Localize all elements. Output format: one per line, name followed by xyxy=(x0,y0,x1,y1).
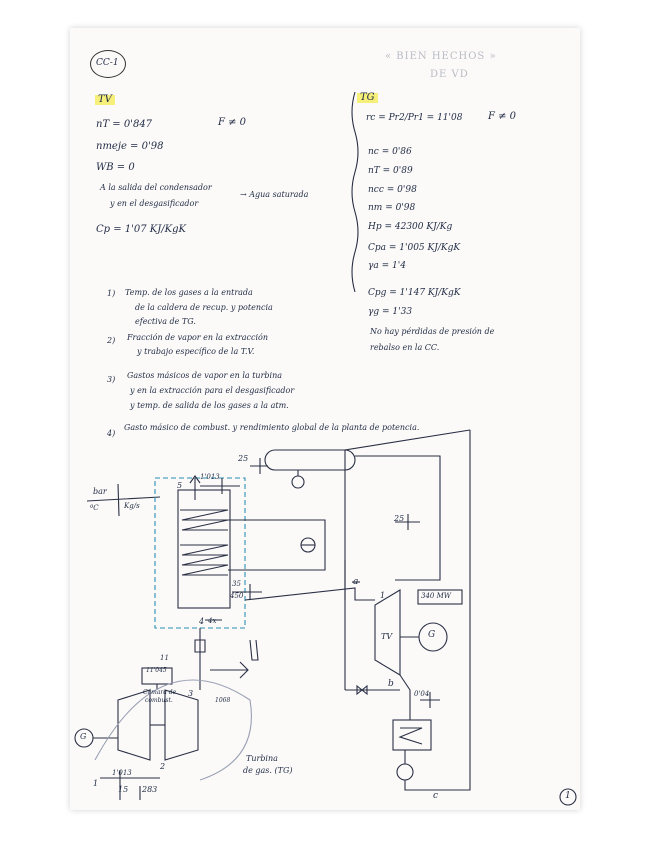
tv-line-5: Cp = 1'07 KJ/KgK xyxy=(96,224,186,235)
gt-grouping-arc xyxy=(94,679,252,781)
problem-code-badge xyxy=(90,50,126,78)
tg-line-7: Cpg = 1'147 KJ/KgK xyxy=(368,288,461,298)
steam-drum xyxy=(264,449,356,471)
label-p11: 11 xyxy=(160,654,169,662)
tg-f-note: F ≠ 0 xyxy=(488,111,517,122)
evaporator-coil xyxy=(180,544,229,576)
tv-agua-note: → Agua saturada xyxy=(240,190,309,199)
label-p11045: 11'045 xyxy=(146,667,167,674)
label-point-a: a xyxy=(353,577,359,587)
problem-code: CC-1 xyxy=(96,58,119,68)
quality-note-line1: « BIEN HECHOS » xyxy=(385,51,497,62)
valve xyxy=(356,684,368,696)
tv-line-2: WB = 0 xyxy=(96,162,135,173)
label-p1013-bot: 1'013 xyxy=(112,769,132,777)
paper-sheet xyxy=(70,28,580,810)
question-1-line2: de la caldera de recup. y potencia xyxy=(135,303,273,312)
compressor xyxy=(117,689,151,761)
label-turbina-1: Turbina xyxy=(246,754,278,763)
tg-line-1: nT = 0'89 xyxy=(368,166,413,176)
label-point-b: b xyxy=(388,679,394,689)
legend-celsius: ºC xyxy=(90,504,99,512)
label-p1-tv: 1 xyxy=(380,591,386,600)
question-2-number: 2) xyxy=(107,336,116,345)
label-p3: 3 xyxy=(188,689,194,698)
label-p1068: 1068 xyxy=(215,697,231,704)
tg-note-2: rebalso en la CC. xyxy=(370,343,440,352)
tv-line-4: y en el desgasificador xyxy=(110,199,199,208)
question-2-line1: Fracción de vapor en la extracción xyxy=(127,333,269,342)
superheater-coil xyxy=(180,509,229,531)
label-p5: 5 xyxy=(177,481,183,490)
question-3-line1: Gastos másicos de vapor en la turbina xyxy=(127,371,282,380)
label-tv: TV xyxy=(381,632,393,641)
gas-turbine xyxy=(164,689,199,761)
steam-main-line xyxy=(355,455,441,581)
tg-line-2: ncc = 0'98 xyxy=(368,185,417,195)
label-p35: 35 xyxy=(232,580,241,588)
tv-f-note: F ≠ 0 xyxy=(218,117,247,128)
question-4-line1: Gasto másico de combust. y rendimiento g… xyxy=(124,423,420,432)
label-p283: 283 xyxy=(142,785,158,794)
quality-note-line2: DE VD xyxy=(430,69,469,80)
label-g-left: G xyxy=(80,732,87,741)
page-number: 1 xyxy=(565,791,571,801)
tv-line-1: nmeje = 0'98 xyxy=(96,141,164,152)
legend-kgs: Kg/s xyxy=(124,502,140,510)
tg-line-5: Cpa = 1'005 KJ/KgK xyxy=(368,243,461,253)
question-3-line3: y temp. de salida de los gases a la atm. xyxy=(130,401,289,410)
question-3-line2: y en la extracción para el desgasificado… xyxy=(130,386,295,395)
tg-line-0: nc = 0'86 xyxy=(368,147,412,157)
label-p15: 15 xyxy=(118,785,129,794)
fuel-pipe xyxy=(210,661,249,679)
tg-line-4: Hp = 42300 KJ/Kg xyxy=(368,222,453,232)
label-p2: 2 xyxy=(160,762,166,771)
drum-pump xyxy=(291,475,305,489)
exhaust-line-b xyxy=(399,674,411,720)
question-2-line2: y trabajo específico de la T.V. xyxy=(137,347,255,356)
tg-rc: rc = Pr2/Pr1 = 11'08 xyxy=(366,113,463,123)
tg-line-6: γa = 1'4 xyxy=(368,261,406,271)
tv-title: TV xyxy=(95,95,115,105)
tv-line-0: nT = 0'847 xyxy=(96,119,153,130)
legend-cross xyxy=(86,483,161,517)
label-p4x: 4x xyxy=(208,617,217,625)
tv-tg-divider xyxy=(351,91,359,293)
tg-line-3: nm = 0'98 xyxy=(368,203,416,213)
condensate-pump xyxy=(396,763,414,781)
extraction-line-a xyxy=(244,587,375,601)
tg-title: TG xyxy=(357,93,378,103)
label-p4: 4 xyxy=(199,617,205,626)
label-p25-right: 25 xyxy=(394,514,405,523)
label-turbina-2: de gas. (TG) xyxy=(243,766,293,775)
power-box xyxy=(417,589,463,605)
hrsg-body xyxy=(177,489,231,609)
question-3-number: 3) xyxy=(107,375,116,384)
hrsg-boundary xyxy=(154,477,246,629)
legend-bar: bar xyxy=(93,487,107,496)
label-p450: 450 xyxy=(230,592,244,600)
condenser xyxy=(392,719,432,751)
label-point-c: c xyxy=(433,791,439,801)
question-4-number: 4) xyxy=(107,429,116,438)
page-number-circle xyxy=(559,788,577,806)
label-p25-top: 25 xyxy=(238,454,249,463)
label-p1013-top: 1'013 xyxy=(200,473,220,481)
question-1-number: 1) xyxy=(107,289,116,298)
label-cc-1: Cámara de xyxy=(143,689,177,696)
tg-line-8: γg = 1'33 xyxy=(368,307,413,317)
label-p1: 1 xyxy=(93,779,99,788)
tg-note-1: No hay pérdidas de presión de xyxy=(370,327,495,336)
label-power: 340 MW xyxy=(421,592,451,600)
question-1-line3: efectiva de TG. xyxy=(135,317,196,326)
question-1-line1: Temp. de los gases a la entrada xyxy=(125,288,253,297)
label-g-right: G xyxy=(428,630,436,640)
tv-line-3: A la salida del condensador xyxy=(100,183,212,192)
label-cc-2: combust. xyxy=(145,697,173,704)
label-p004: 0'04 xyxy=(414,690,430,698)
